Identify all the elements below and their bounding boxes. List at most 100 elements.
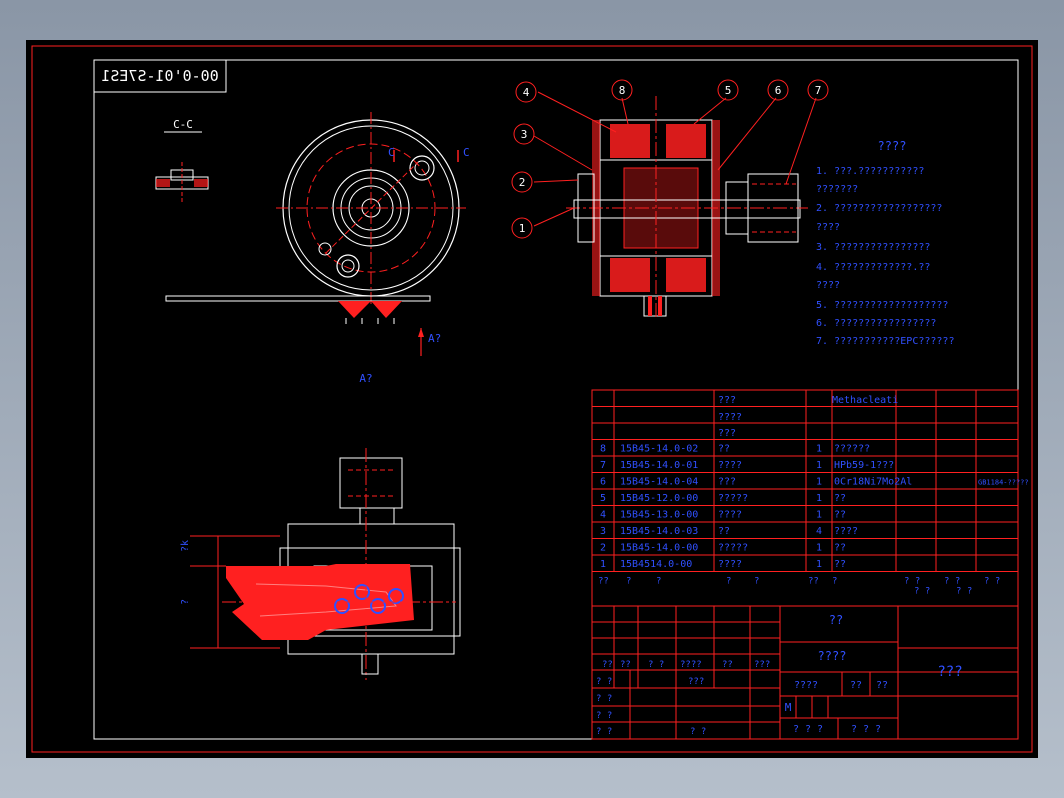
bom-row: 1 15B4514.0-00???? 1??: [600, 559, 846, 570]
bom-cell-name: ????: [718, 559, 742, 570]
sheet-number: ? ? ?: [851, 724, 881, 735]
cut-label-left: C: [388, 146, 395, 159]
bom-row: 8 15B45-14.0-02?? 1??????: [600, 444, 870, 455]
note-line: 6. ?????????????????: [816, 318, 936, 329]
sheet-mark: M: [785, 701, 792, 714]
section-label: C-C: [173, 118, 193, 131]
note-line: ????: [816, 280, 840, 291]
balloon-group: 4 8 5 6 7 3 2 1: [511, 79, 829, 239]
drawing-sheet: 00-0'01-S7ES1 C-C C: [26, 40, 1038, 758]
note-line: 1. ???.???????????: [816, 166, 924, 177]
balloon-8: 8: [619, 84, 626, 97]
balloon-5: 5: [725, 84, 732, 97]
dimension-label-2: ?: [180, 599, 191, 605]
rev-label: ????: [680, 660, 702, 670]
drawing-number: 00-0'01-S7ES1: [101, 67, 218, 85]
note-line: 7. ???????????EPC??????: [816, 336, 954, 347]
bom-cell-code: 15B45-12.0-00: [620, 493, 698, 504]
bom-cell-no: 2: [600, 543, 606, 554]
company-name: ??: [829, 613, 843, 627]
bom-cell-no: 7: [600, 460, 606, 471]
bom-cell-name: ??: [718, 526, 730, 537]
note-line: 3. ????????????????: [816, 242, 930, 253]
bom-header-name: ????: [718, 412, 742, 423]
weight-label: ??: [850, 680, 862, 691]
tech-title: ????: [878, 139, 907, 153]
bom-footer-label: ??: [598, 577, 609, 587]
balloon-7: 7: [815, 84, 822, 97]
bom-footer-label: ? ?: [904, 577, 920, 587]
bom-footer-label: ? ?: [944, 577, 960, 587]
bom-cell-code: 15B4514.0-00: [620, 559, 692, 570]
bom-cell-code: 15B45-13.0-00: [620, 510, 698, 521]
bom-cell-material: ??: [834, 543, 846, 554]
scale-label: ??: [876, 680, 888, 691]
note-line: 2. ??????????????????: [816, 203, 942, 214]
bom-footer-label: ?: [754, 577, 759, 587]
bom-cell-qty: 1: [816, 477, 822, 488]
drawing-name: ????: [818, 649, 847, 663]
bom-cell-code: 15B45-14.0-04: [620, 477, 698, 488]
bom-cell-name: ?????: [718, 543, 748, 554]
rev-label: ??: [620, 660, 631, 670]
date-label: ? ?: [690, 727, 706, 737]
dimension-label-1: ?k: [180, 540, 191, 552]
bom-footer-label: ? ?: [914, 587, 930, 597]
bom-footer-label: ??: [808, 577, 819, 587]
bom-header-material: Methacleati: [832, 395, 898, 406]
bom-cell-name: ????: [718, 460, 742, 471]
bom-cell-material: ??: [834, 493, 846, 504]
bom-header-name: ???: [718, 428, 736, 439]
sign-label: ? ?: [596, 694, 612, 704]
section-view: [533, 91, 817, 320]
drawing-number-box: [93, 59, 227, 93]
bom-cell-material: ??: [834, 510, 846, 521]
bom-cell-code: 15B45-14.0-02: [620, 444, 698, 455]
rev-label: ? ?: [648, 660, 664, 670]
cad-drawing: 00-0'01-S7ES1 C-C C: [31, 45, 1033, 753]
bom-cell-material: ??????: [834, 444, 870, 455]
bom-cell-name: ????: [718, 510, 742, 521]
notes-list: 1. ???.??????????? ??????? 2. ??????????…: [816, 166, 954, 347]
cut-label-right: C: [463, 146, 470, 159]
balloon-4: 4: [523, 86, 530, 99]
bom-cell-no: 4: [600, 510, 606, 521]
sign-label: ? ?: [596, 727, 612, 737]
bom-footer-label: ?: [626, 577, 631, 587]
bottom-view: ?k ?: [180, 448, 461, 680]
bom-cell-no: 1: [600, 559, 606, 570]
rev-label: ???: [754, 660, 770, 670]
bom-cell-name: ??: [718, 444, 730, 455]
bom-footer-label: ?: [656, 577, 661, 587]
sign-label: ? ?: [596, 677, 612, 687]
bom-cell-no: 5: [600, 493, 606, 504]
note-line: 4. ?????????????.??: [816, 262, 930, 273]
bom-footer-label: ?: [726, 577, 731, 587]
balloon-3: 3: [521, 128, 528, 141]
bom-cell-no: 8: [600, 444, 606, 455]
bom-cell-qty: 1: [816, 444, 822, 455]
bom-cell-note: GB1184-?????: [978, 479, 1029, 487]
bom-cell-name: ???: [718, 477, 736, 488]
bom-cell-material: ??: [834, 559, 846, 570]
bom-header-name: ???: [718, 395, 736, 406]
bom-footer-label: ?: [832, 577, 837, 587]
bom-cell-qty: 1: [816, 510, 822, 521]
note-line: ???????: [816, 184, 858, 195]
part-name: ???: [937, 664, 962, 680]
balloon-1: 1: [519, 222, 526, 235]
approve-label: ???: [688, 677, 704, 687]
bom-cell-material: HPb59-1???: [834, 460, 894, 471]
bom-row: 4 15B45-13.0-00???? 1??: [600, 510, 846, 521]
title-block: ?? ???? ??? ???? ?? ?? M ? ? ? ? ? ? ?? …: [591, 605, 1019, 740]
bom-cell-qty: 4: [816, 526, 822, 537]
balloon-6: 6: [775, 84, 782, 97]
bom-footer-label: ? ?: [984, 577, 1000, 587]
bom-cell-qty: 1: [816, 559, 822, 570]
bom-cell-code: 15B45-14.0-03: [620, 526, 698, 537]
bom-cell-qty: 1: [816, 543, 822, 554]
